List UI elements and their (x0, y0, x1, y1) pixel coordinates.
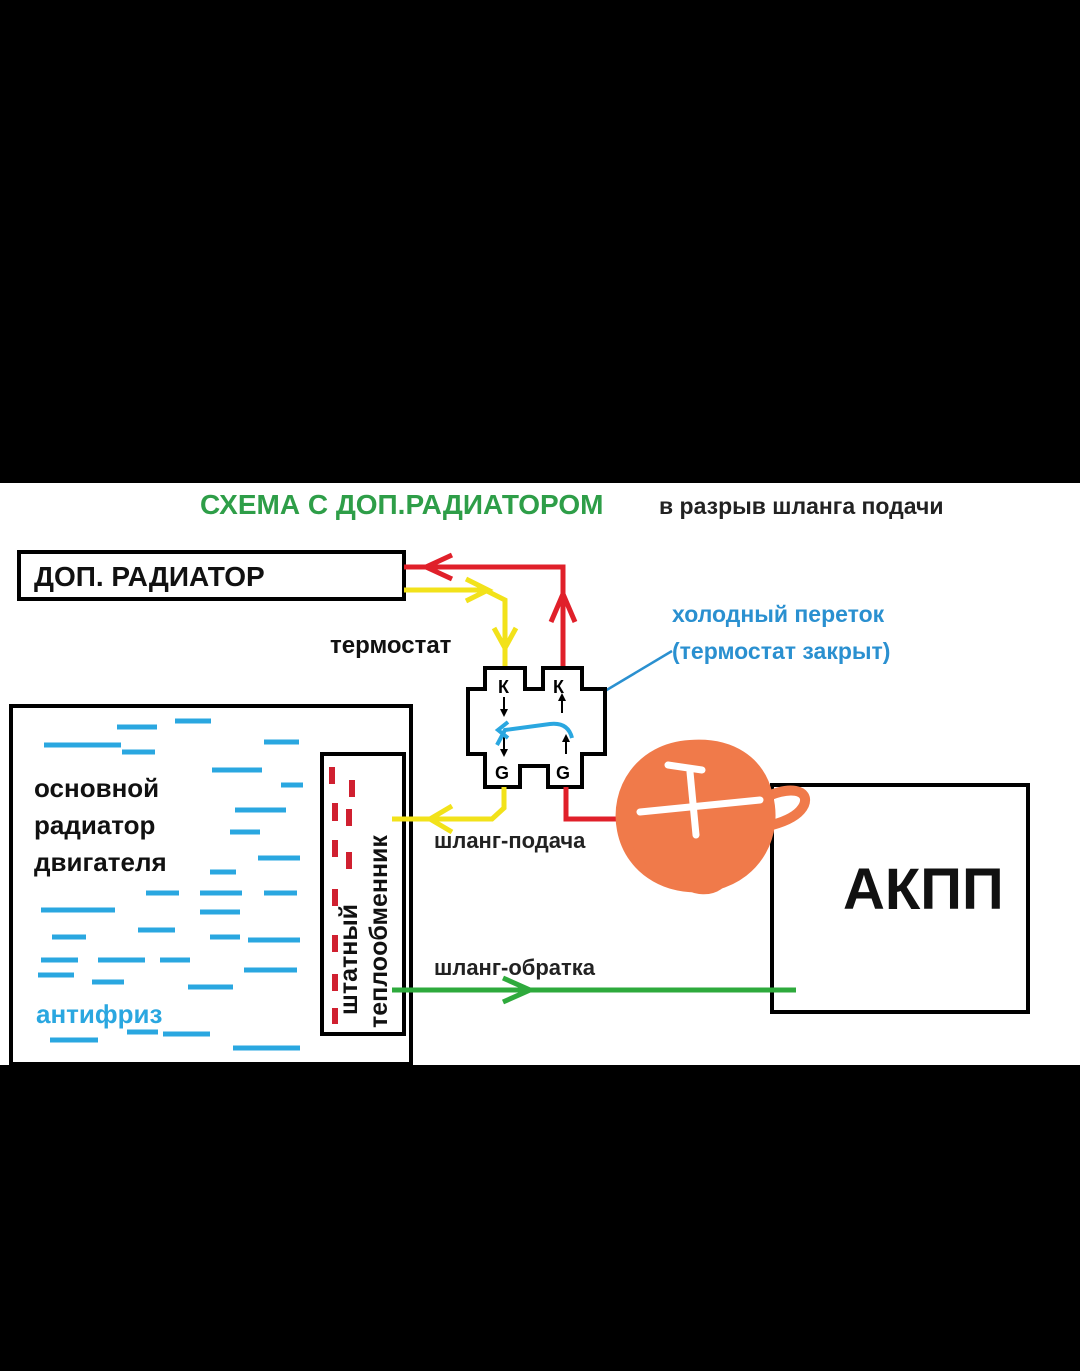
title-suffix: в разрыв шланга подачи (659, 493, 943, 519)
orange-scribble-overlay (615, 739, 810, 895)
red-arrow-left (420, 552, 454, 582)
return-hose-label: шланг-обратка (434, 955, 596, 980)
yellow-arrow-right (464, 576, 494, 604)
main-radiator-label-line1: основной (34, 773, 159, 803)
coolant-dashes (38, 718, 303, 1051)
main-radiator-label-line2: радиатор (34, 810, 155, 840)
yellow-line-from-aux-radiator (404, 576, 519, 668)
stock-exchanger-label-group-2: теплообменник (365, 835, 393, 1028)
stock-exchanger-label-group: штатный (335, 904, 363, 1015)
port-g-left: G (495, 763, 509, 783)
cold-flow-arrow (494, 720, 574, 746)
yellow-line-to-stock-exchanger (392, 787, 507, 835)
main-radiator-label-line3: двигателя (34, 847, 167, 877)
thermostat-label: термостат (330, 632, 452, 659)
title-main: СХЕМА С ДОП.РАДИАТОРОМ (200, 489, 603, 520)
aux-radiator-box (17, 550, 406, 601)
port-k-right: К (553, 677, 565, 697)
antifreeze-label: антифриз (36, 999, 162, 1029)
green-return-line (392, 975, 796, 1005)
green-arrow-right (501, 975, 537, 1005)
port-k-left: К (498, 677, 510, 697)
port-g-right: G (556, 763, 570, 783)
stock-exchanger-label-line2: теплообменник (365, 835, 393, 1028)
yellow-arrow-down (491, 626, 519, 654)
cold-bypass-label-line2: (термостат закрыт) (672, 638, 890, 664)
hot-oil-dashes (329, 767, 355, 1024)
hot-line-to-aux-radiator (404, 552, 578, 668)
aux-radiator-label: ДОП. РАДИАТОР (34, 561, 265, 592)
red-arrow-up (548, 587, 578, 623)
yellow-arrow-left (425, 803, 454, 835)
transmission-label: АКПП (843, 857, 1004, 922)
supply-hose-label: шланг-подача (434, 828, 586, 853)
stock-exchanger-label-line1: штатный (335, 904, 363, 1015)
cold-bypass-label-line1: холодный переток (672, 601, 885, 627)
transmission-box (770, 783, 1030, 1014)
